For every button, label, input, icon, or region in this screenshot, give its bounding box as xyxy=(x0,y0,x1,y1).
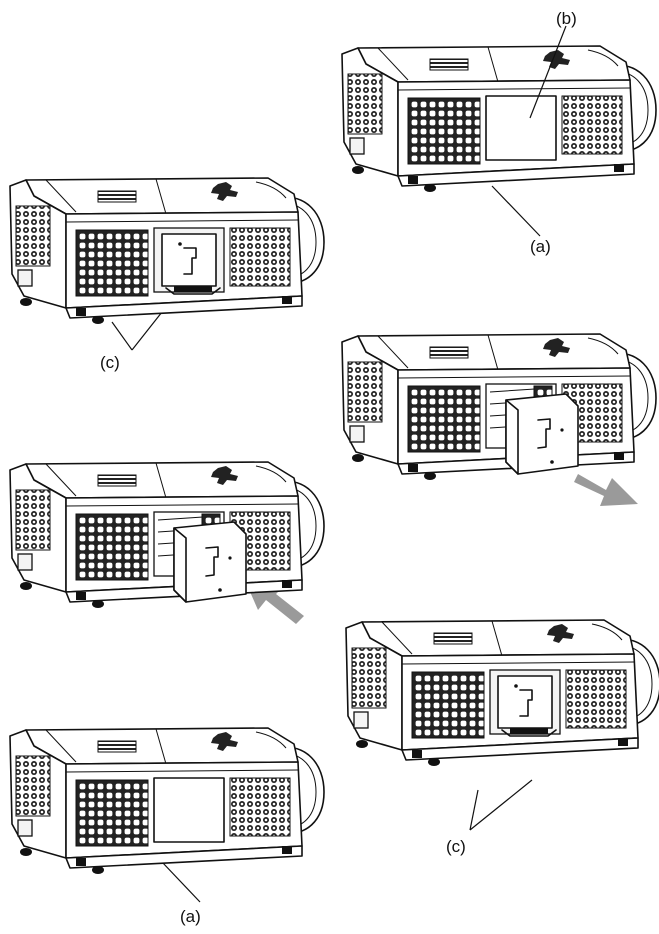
leader-line-c-right-2 xyxy=(469,779,533,831)
leader-line-a-bottom xyxy=(161,861,201,903)
leader-line-a-top xyxy=(491,185,541,237)
step-3-projector xyxy=(338,333,658,494)
step-6-projector xyxy=(6,727,326,888)
step-4-projector xyxy=(6,461,326,622)
label-a-bottom: (a) xyxy=(180,907,201,926)
leader-line-b xyxy=(529,25,567,119)
label-c-left: (c) xyxy=(100,353,120,372)
label-c-right: (c) xyxy=(446,837,466,856)
pull-out-arrow xyxy=(574,474,638,506)
label-a-top: (a) xyxy=(530,237,551,256)
leader-line-c-right-1 xyxy=(469,789,479,831)
leader-line-c-left-1 xyxy=(111,321,133,351)
step-2-projector xyxy=(6,177,326,338)
label-b: (b) xyxy=(556,9,577,28)
step-5-projector xyxy=(342,619,659,780)
leader-line-c-left-2 xyxy=(131,311,163,351)
